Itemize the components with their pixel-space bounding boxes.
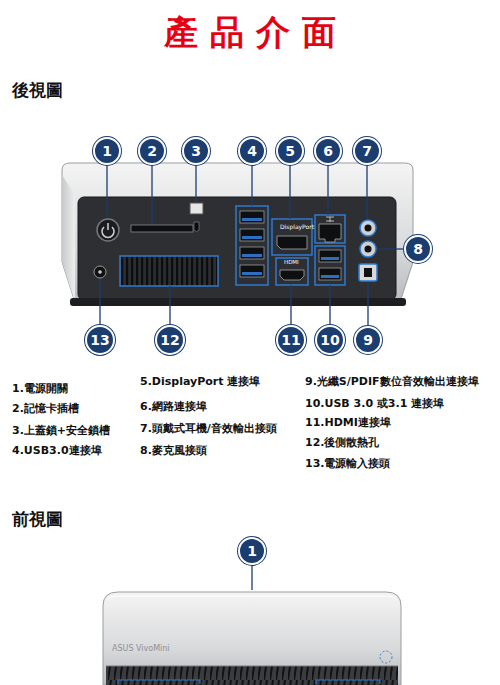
part-list-item: 7.頭戴式耳機/音效輸出接頭 — [140, 422, 277, 436]
part-list-item: 8.麥克風接頭 — [140, 444, 207, 458]
part-list-item: 2.記憶卡插槽 — [12, 402, 79, 416]
part-list-item: 13.電源輸入接頭 — [305, 457, 391, 471]
callout-number: 1 — [238, 537, 266, 565]
port-marking: DisplayPort — [280, 223, 314, 231]
page-title: 產 品 介 面 — [0, 12, 500, 52]
part-list-item: 12.後側散熱孔 — [305, 436, 380, 450]
callout-text: 11 — [281, 333, 300, 347]
part-list-item: 5.DisplayPort 連接埠 — [140, 375, 260, 389]
callout-number: 6 — [314, 137, 342, 165]
callout-text: 2 — [147, 144, 157, 158]
part-list-item: 11.HDMI連接埠 — [305, 416, 391, 430]
view-heading: 後視圖 — [12, 80, 63, 101]
callout-number: 12 — [155, 325, 185, 355]
callout-text: 1 — [102, 144, 112, 158]
part-list-item: 4.USB3.0連接埠 — [12, 444, 102, 458]
callout-number: 9 — [354, 326, 382, 354]
view-heading: 前視圖 — [12, 509, 63, 530]
callout-text: 12 — [160, 333, 179, 347]
callout-number: 13 — [85, 325, 115, 355]
part-list-item: 9.光纖S/PDIF數位音效輸出連接埠 — [305, 375, 479, 389]
callout-number: 4 — [238, 137, 266, 165]
part-list-item: 6.網路連接埠 — [140, 400, 207, 414]
callout-number: 10 — [315, 325, 345, 355]
callout-text: 5 — [285, 144, 295, 158]
port-marking: HDMI — [284, 259, 299, 266]
callout-text: 1 — [247, 544, 257, 558]
callout-text: 3 — [191, 144, 201, 158]
callout-text: 4 — [247, 144, 257, 158]
callout-number: 8 — [404, 235, 432, 263]
callout-number: 3 — [182, 137, 210, 165]
part-list-item: 3.上蓋鎖+安全鎖槽 — [12, 424, 110, 438]
brand-marking: ASUS VivoMini — [112, 644, 170, 654]
callout-text: 7 — [362, 144, 372, 158]
callout-text: 8 — [413, 242, 423, 256]
callout-text: 10 — [320, 333, 339, 347]
callout-number: 2 — [138, 137, 166, 165]
part-list-item: 1.電源開關 — [12, 382, 68, 396]
part-list-item: 10.USB 3.0 或3.1 連接埠 — [305, 397, 444, 411]
callout-text: 13 — [90, 333, 109, 347]
callout-number: 1 — [93, 137, 121, 165]
callout-text: 9 — [363, 333, 373, 347]
callout-number: 5 — [276, 137, 304, 165]
callout-number: 11 — [276, 325, 306, 355]
callout-number: 7 — [353, 137, 381, 165]
callout-text: 6 — [323, 144, 333, 158]
